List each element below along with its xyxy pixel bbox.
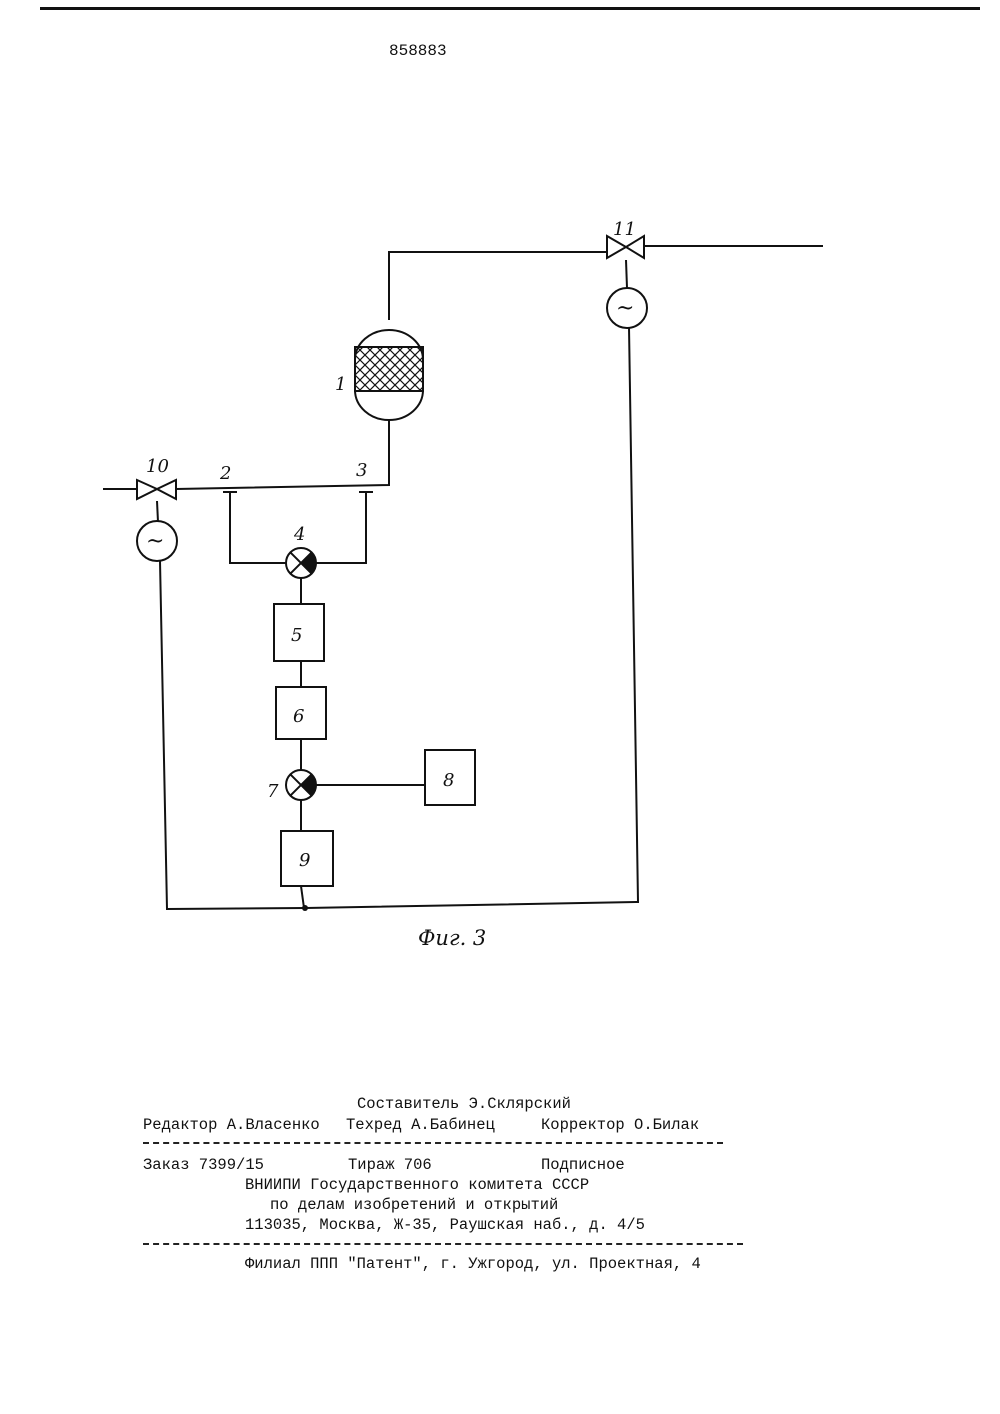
separator-2	[143, 1243, 743, 1245]
pipe-right-return	[306, 327, 638, 908]
imprint-address: 113035, Москва, Ж-35, Раушская наб., д. …	[245, 1216, 645, 1234]
label-2: 2	[219, 463, 231, 484]
imprint-composer: Составитель Э.Склярский	[357, 1095, 571, 1113]
imprint-circulation: Тираж 706	[348, 1156, 432, 1174]
tap-2	[223, 492, 287, 563]
figure-caption: Фиг. 3	[418, 926, 486, 950]
label-4: 4	[293, 524, 305, 545]
label-5: 5	[291, 625, 302, 646]
imprint-subscription: Подписное	[541, 1156, 625, 1174]
tap-3	[316, 492, 373, 563]
process-schematic: ~ ~ 1 2 3 4 5 6 7 8 9 10 11 Фиг. 3	[0, 0, 1000, 960]
label-1: 1	[335, 374, 346, 395]
stem-11	[626, 260, 627, 288]
pipe-9-junction	[301, 886, 304, 908]
imprint-techred: Техред А.Бабинец	[346, 1116, 495, 1134]
imprint-order: Заказ 7399/15	[143, 1156, 264, 1174]
switch-valve-4	[286, 548, 316, 578]
label-9: 9	[299, 850, 310, 871]
switch-valve-7	[286, 770, 316, 800]
label-6: 6	[293, 706, 304, 727]
label-11: 11	[613, 219, 636, 240]
generator-10-symbol: ~	[146, 529, 164, 554]
label-10: 10	[146, 456, 169, 477]
reactor-vessel	[355, 330, 423, 420]
pipe-top	[389, 252, 607, 320]
imprint-corrector: Корректор О.Билак	[541, 1116, 699, 1134]
valve-10	[137, 480, 176, 499]
imprint-branch: Филиал ППП "Патент", г. Ужгород, ул. Про…	[245, 1255, 701, 1273]
imprint-org-line2: по делам изобретений и открытий	[270, 1196, 558, 1214]
label-3: 3	[356, 460, 367, 481]
generator-11-symbol: ~	[616, 296, 634, 321]
label-7: 7	[267, 781, 279, 802]
imprint-editor: Редактор А.Власенко	[143, 1116, 320, 1134]
imprint-org-line1: ВНИИПИ Государственного комитета СССР	[245, 1176, 589, 1194]
separator-1	[143, 1142, 723, 1144]
stem-10	[157, 501, 158, 522]
label-8: 8	[443, 770, 454, 791]
junction-dot	[302, 905, 308, 911]
